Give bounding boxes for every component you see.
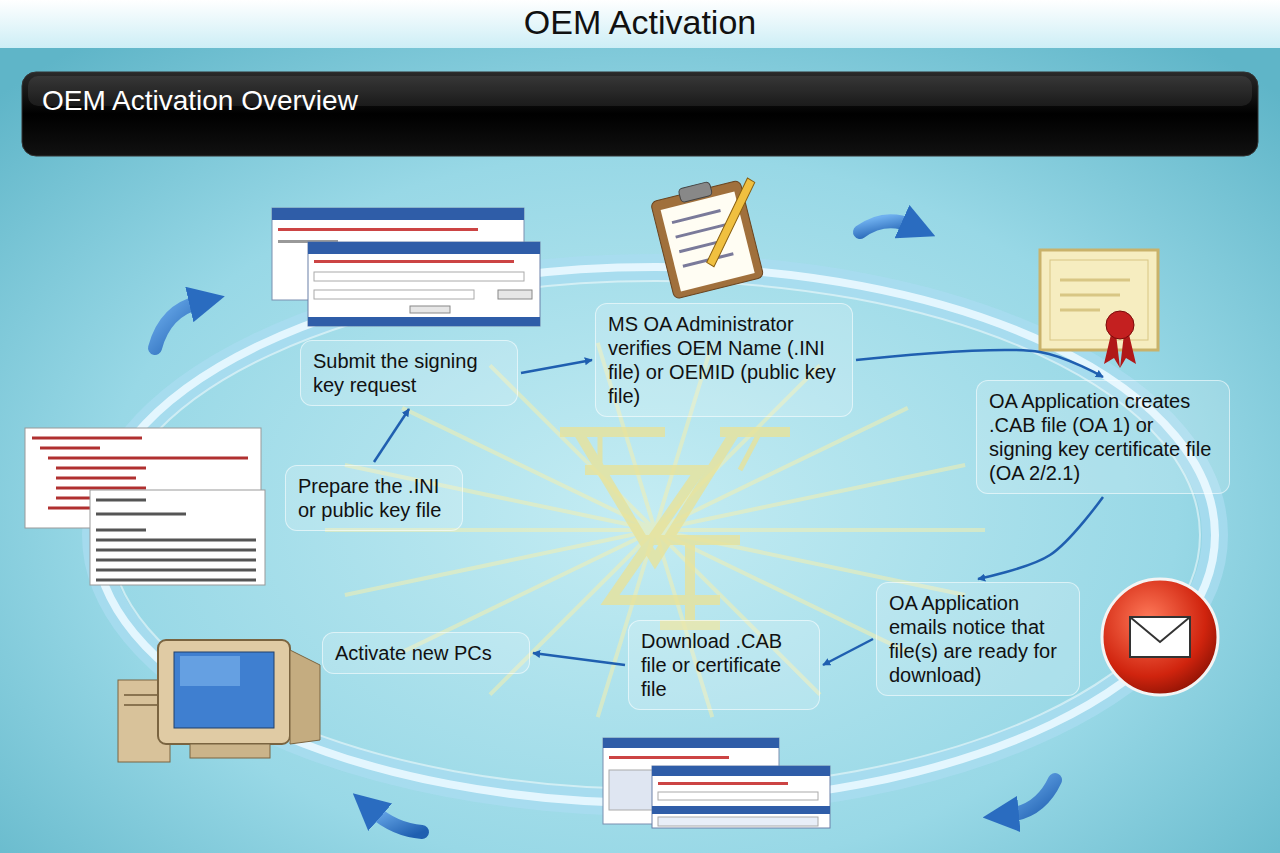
code-snippet	[90, 490, 265, 585]
light-ray	[655, 528, 985, 532]
step-text: MS OA Administrator verifies OEM Name (.…	[608, 312, 840, 408]
code-snippet	[25, 428, 265, 585]
download-screenshot	[603, 738, 830, 828]
step-box: MS OA Administrator verifies OEM Name (.…	[595, 303, 853, 417]
email-icon	[1130, 617, 1190, 642]
certificate-icon	[1040, 250, 1158, 350]
step-box: Download .CAB file or certificate file	[628, 620, 820, 710]
clipboard-icon	[689, 177, 772, 269]
flow-arrow	[155, 221, 1055, 832]
form-screenshot	[314, 290, 474, 299]
step-text: Activate new PCs	[335, 641, 517, 665]
clipboard-icon	[649, 171, 777, 299]
step-text: OA Application emails notice that file(s…	[889, 591, 1067, 687]
form-screenshot	[272, 208, 540, 326]
computer-icon	[158, 640, 290, 744]
email-icon	[1102, 579, 1218, 695]
flow-arrow	[372, 810, 422, 832]
download-screenshot	[652, 766, 830, 776]
flow-connector	[521, 360, 592, 373]
computer-icon	[174, 652, 274, 728]
background	[0, 0, 1280, 48]
download-screenshot	[609, 756, 729, 759]
flow-arrow	[155, 302, 200, 348]
certificate-icon	[1106, 311, 1134, 339]
flow-connector	[978, 497, 1103, 579]
light-ray	[345, 530, 655, 595]
form-screenshot	[272, 208, 524, 220]
background	[22, 72, 1258, 156]
email-icon	[1130, 617, 1190, 657]
computer-icon	[190, 744, 270, 758]
download-screenshot	[652, 806, 830, 814]
flow-connector	[533, 653, 625, 665]
monogram-watermark	[560, 432, 790, 625]
step-box: Submit the signing key request	[300, 340, 518, 406]
download-screenshot	[603, 738, 779, 748]
monogram-watermark	[640, 540, 740, 625]
flow-arrow	[1008, 780, 1055, 815]
form-screenshot	[314, 272, 524, 281]
download-screenshot	[658, 792, 818, 800]
flow-connector	[823, 639, 873, 665]
section-heading: OEM Activation Overview	[42, 84, 358, 118]
computer-icon	[118, 640, 320, 762]
step-text: Submit the signing key request	[313, 349, 505, 397]
flow-arrow	[860, 221, 912, 232]
step-text: OA Application creates .CAB file (OA 1) …	[989, 389, 1217, 485]
form-screenshot	[498, 290, 532, 299]
form-screenshot	[314, 260, 514, 263]
download-screenshot	[652, 766, 830, 828]
download-screenshot	[658, 817, 818, 826]
form-screenshot	[410, 306, 450, 313]
download-screenshot	[658, 782, 788, 785]
step-box: Activate new PCs	[322, 632, 530, 674]
flow-connector	[374, 409, 409, 462]
step-box: OA Application emails notice that file(s…	[876, 582, 1080, 696]
page-title: OEM Activation	[0, 0, 1280, 46]
clipboard-icon	[678, 181, 712, 202]
step-text: Prepare the .INI or public key file	[298, 474, 450, 522]
certificate-icon	[1060, 280, 1130, 310]
code-snippet	[96, 500, 256, 580]
form-screenshot	[308, 242, 540, 254]
certificate-icon	[1050, 260, 1148, 340]
monogram-watermark	[600, 432, 760, 470]
step-box: Prepare the .INI or public key file	[285, 465, 463, 531]
certificate-icon	[1040, 250, 1158, 368]
form-screenshot	[308, 317, 540, 326]
computer-icon	[180, 656, 240, 686]
step-box: OA Application creates .CAB file (OA 1) …	[976, 380, 1230, 494]
step-text: Download .CAB file or certificate file	[641, 629, 807, 701]
computer-icon	[290, 650, 320, 744]
form-screenshot	[278, 228, 478, 231]
email-icon	[1102, 579, 1218, 695]
cycle-ring	[110, 281, 1200, 789]
flow-connector	[856, 350, 1103, 377]
form-screenshot	[308, 242, 540, 326]
